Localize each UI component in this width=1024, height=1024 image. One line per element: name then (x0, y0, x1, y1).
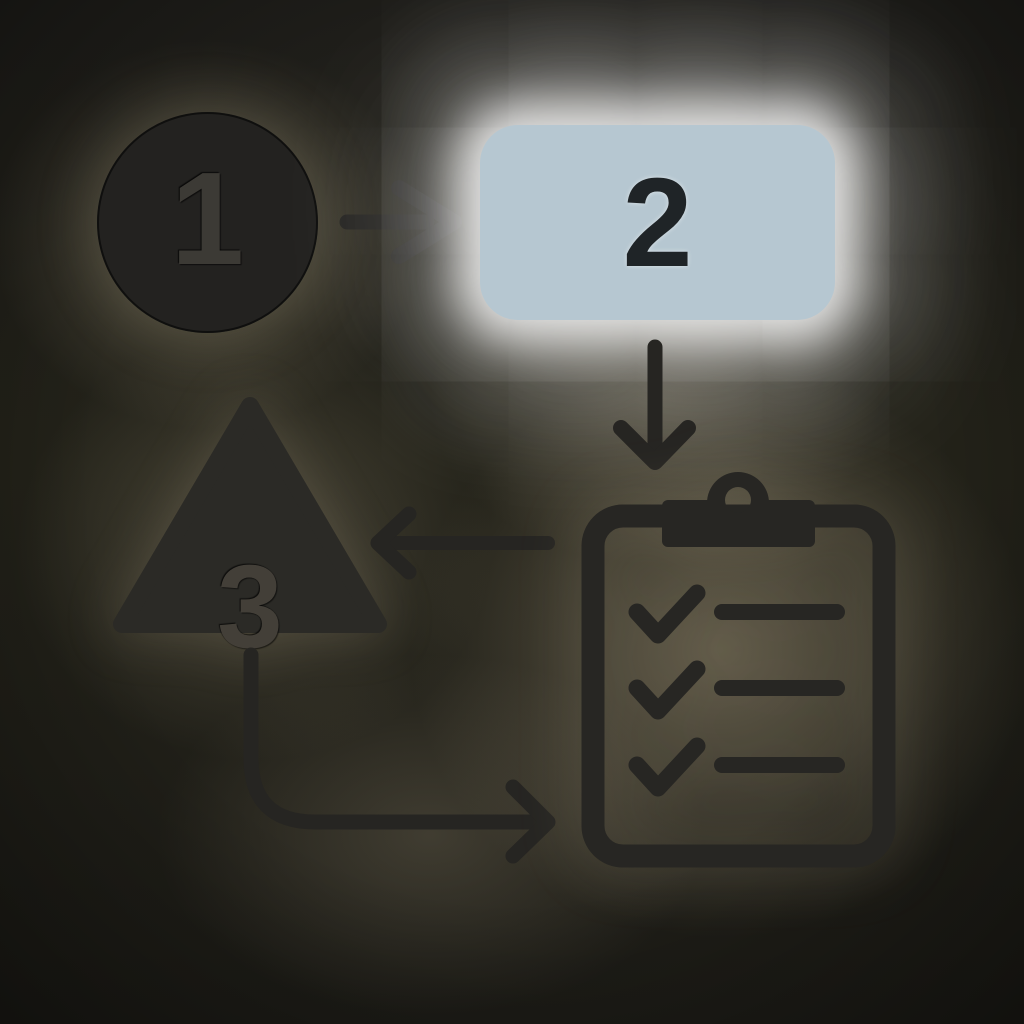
step-1-label: 1 (170, 144, 245, 292)
step-1-circle-node: 1 (97, 112, 318, 333)
clipboard-checklist-icon (581, 472, 896, 868)
arrow-left-checklist-to-step3 (370, 506, 555, 580)
triangle-shape (113, 397, 387, 633)
arrow-right-step1-to-step2 (339, 180, 462, 264)
clipboard-clip (662, 472, 815, 547)
arrow-curved-step3-to-checklist (243, 647, 556, 864)
step-2-label: 2 (622, 151, 693, 293)
step-2-highlighted-box-node: 2 (480, 125, 835, 320)
checkmark-icon (628, 737, 706, 797)
checkmark-icon (628, 584, 706, 644)
arrow-down-step2-to-checklist (613, 339, 696, 470)
checkmark-icon (628, 660, 706, 720)
step-3-triangle-node: 3 (100, 390, 400, 673)
